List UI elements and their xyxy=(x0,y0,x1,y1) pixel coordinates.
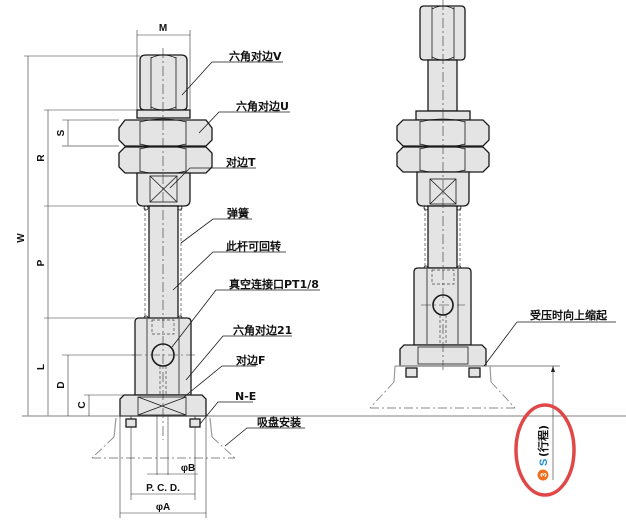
rod xyxy=(148,205,179,320)
callout-suction-cup: 吸盘安装 xyxy=(257,415,301,429)
callout-vacuum-port: 真空连接口PT1/8 xyxy=(229,277,319,291)
flat-f-base xyxy=(119,394,207,428)
callout-spring: 弹簧 xyxy=(227,206,249,220)
callout-hex-u: 六角对边U xyxy=(236,99,289,113)
dim-c: C xyxy=(77,401,88,408)
suction-cup-outline xyxy=(91,417,236,459)
dim-pcd: P. C. D. xyxy=(146,483,180,494)
dim-d: D xyxy=(56,381,67,388)
dim-r: R xyxy=(36,154,47,162)
callout-leaders xyxy=(169,61,320,447)
dim-p: P xyxy=(36,259,47,266)
stroke-annotation: 3 S (行程) xyxy=(514,403,576,497)
highlight-ellipse xyxy=(514,403,576,497)
callout-flat-f: 对边F xyxy=(236,353,266,367)
dim-l: L xyxy=(36,364,47,370)
flat-t-body xyxy=(136,172,191,207)
stroke-symbol: S xyxy=(538,459,550,466)
hex-u-body xyxy=(118,118,213,175)
dim-m: M xyxy=(159,23,167,34)
stroke-text: (行程) xyxy=(536,425,550,457)
horizontal-dimensions xyxy=(119,416,207,518)
dim-phi-b: φB xyxy=(181,463,195,474)
callout-hex-21: 六角对边21 xyxy=(233,323,292,337)
step-badge-number: 3 xyxy=(540,472,549,477)
step-badge-icon xyxy=(537,469,549,481)
callout-n-e: N-E xyxy=(235,390,256,403)
left-view: M W R S P L D C φB P. C. D. φA 六角对边V 六角对… xyxy=(16,23,626,518)
hex-v-body xyxy=(136,54,191,119)
callout-compress-up: 受压时向上缩起 xyxy=(530,308,608,322)
right-view: 受压时向上缩起 3 S (行程) xyxy=(369,0,616,497)
dim-w: W xyxy=(16,233,27,243)
dim-phi-a: φA xyxy=(156,502,170,513)
callout-rotatable-rod: 此杆可回转 xyxy=(226,239,281,253)
callout-flat-t: 对边T xyxy=(226,155,256,169)
vertical-dimensions xyxy=(24,55,140,416)
dim-s: S xyxy=(56,129,67,136)
callout-hex-v: 六角对边V xyxy=(229,49,282,63)
